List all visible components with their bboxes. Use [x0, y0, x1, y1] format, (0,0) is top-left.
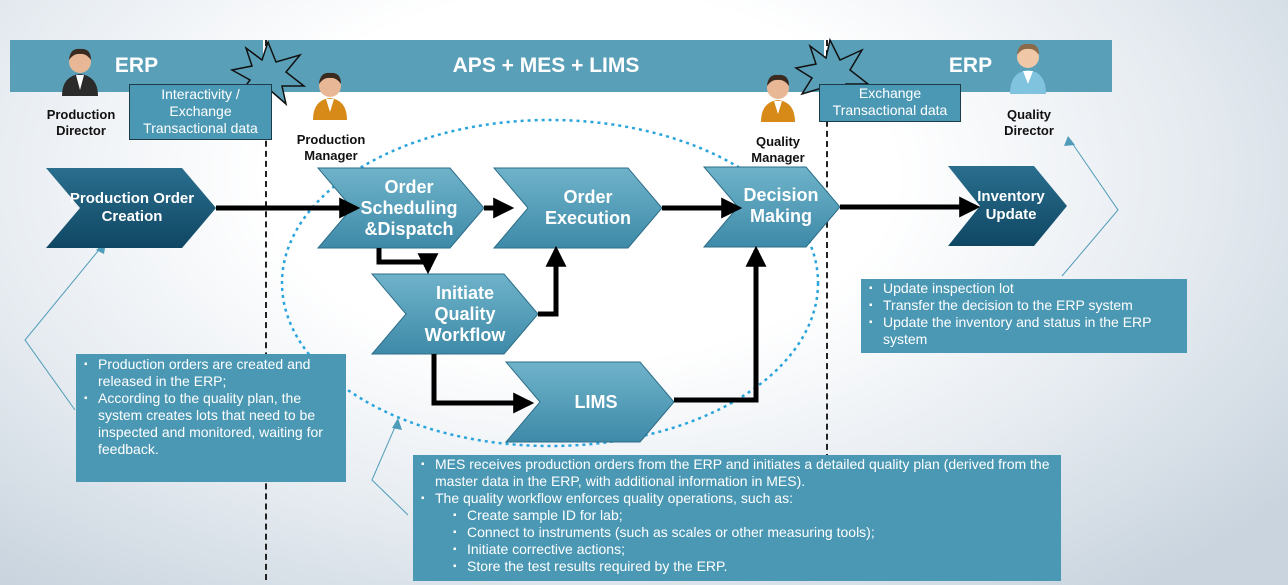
label-order-execution: Order Execution — [544, 187, 632, 228]
aps-mes-lims-bar: APS + MES + LIMS — [268, 40, 824, 92]
note-bottom-subitem: Initiate corrective actions; — [413, 541, 1061, 558]
flow-arrows — [216, 196, 981, 414]
chevron-inventory-update — [948, 166, 1067, 246]
label-lims: LIMS — [574, 391, 618, 412]
role-production-director: Production Director — [46, 107, 116, 138]
exchange-box-right: Exchange Transactional data — [819, 84, 961, 122]
role-production-manager: Production Manager — [296, 132, 366, 163]
doctor-icon — [1010, 43, 1046, 94]
person-suit-icon — [62, 48, 98, 96]
note-left-item: According to the quality plan, the syste… — [76, 390, 346, 458]
erp-bar-left: ERP — [10, 40, 263, 92]
erp-bar-left-label: ERP — [114, 54, 159, 77]
callout-arrow-icon — [392, 418, 402, 430]
note-box-bottom: MES receives production orders from the … — [413, 455, 1061, 581]
note-left-item: Production orders are created and releas… — [76, 356, 346, 390]
person-orange-icon — [313, 72, 347, 120]
erp-bar-right: ERP — [829, 40, 1112, 92]
label-decision-making: Decision Making — [743, 185, 819, 226]
callout-arrow-icon — [1064, 136, 1075, 146]
note-box-right: Update inspection lot Transfer the decis… — [861, 279, 1187, 353]
note-bottom-item: The quality workflow enforces quality op… — [413, 490, 1061, 507]
label-production-order-creation: Production Order Creation — [69, 190, 195, 225]
note-bottom-subitem: Create sample ID for lab; — [413, 507, 1061, 524]
person-orange-icon — [761, 74, 795, 122]
note-right-item: Update inspection lot — [861, 280, 1187, 297]
chevron-initiate-quality-workflow — [370, 273, 539, 355]
chevron-lims — [504, 361, 675, 443]
exchange-box-left: Interactivity / Exchange Transactional d… — [129, 84, 272, 140]
note-bottom-item: MES receives production orders from the … — [413, 456, 1061, 490]
label-inventory-update: Inventory Update — [977, 188, 1045, 223]
note-right-item: Update the inventory and status in the E… — [861, 314, 1187, 348]
note-left-list: Production orders are created and releas… — [76, 356, 346, 458]
role-quality-director: Quality Director — [1004, 107, 1054, 138]
note-bottom-list: MES receives production orders from the … — [413, 456, 1061, 575]
note-bottom-subitem: Connect to instruments (such as scales o… — [413, 524, 1061, 541]
label-order-scheduling: Order Scheduling &Dispatch — [360, 176, 458, 239]
callout-lines — [24, 139, 1119, 516]
role-quality-manager: Quality Manager — [751, 134, 805, 165]
note-right-item: Transfer the decision to the ERP system — [861, 297, 1187, 314]
label-initiate-quality-workflow: Initiate Quality Workflow — [424, 282, 506, 345]
aps-mes-lims-label: APS + MES + LIMS — [452, 54, 640, 77]
erp-bar-right-label: ERP — [948, 54, 993, 77]
note-bottom-subitem: Store the test results required by the E… — [413, 558, 1061, 575]
separator-right — [826, 40, 828, 460]
chevron-production-order-creation — [46, 168, 216, 248]
chevron-order-execution — [492, 167, 663, 249]
mes-scope-ellipse — [280, 118, 820, 448]
separator-left — [265, 40, 267, 580]
note-right-list: Update inspection lot Transfer the decis… — [861, 280, 1187, 348]
note-box-left: Production orders are created and releas… — [76, 354, 346, 482]
